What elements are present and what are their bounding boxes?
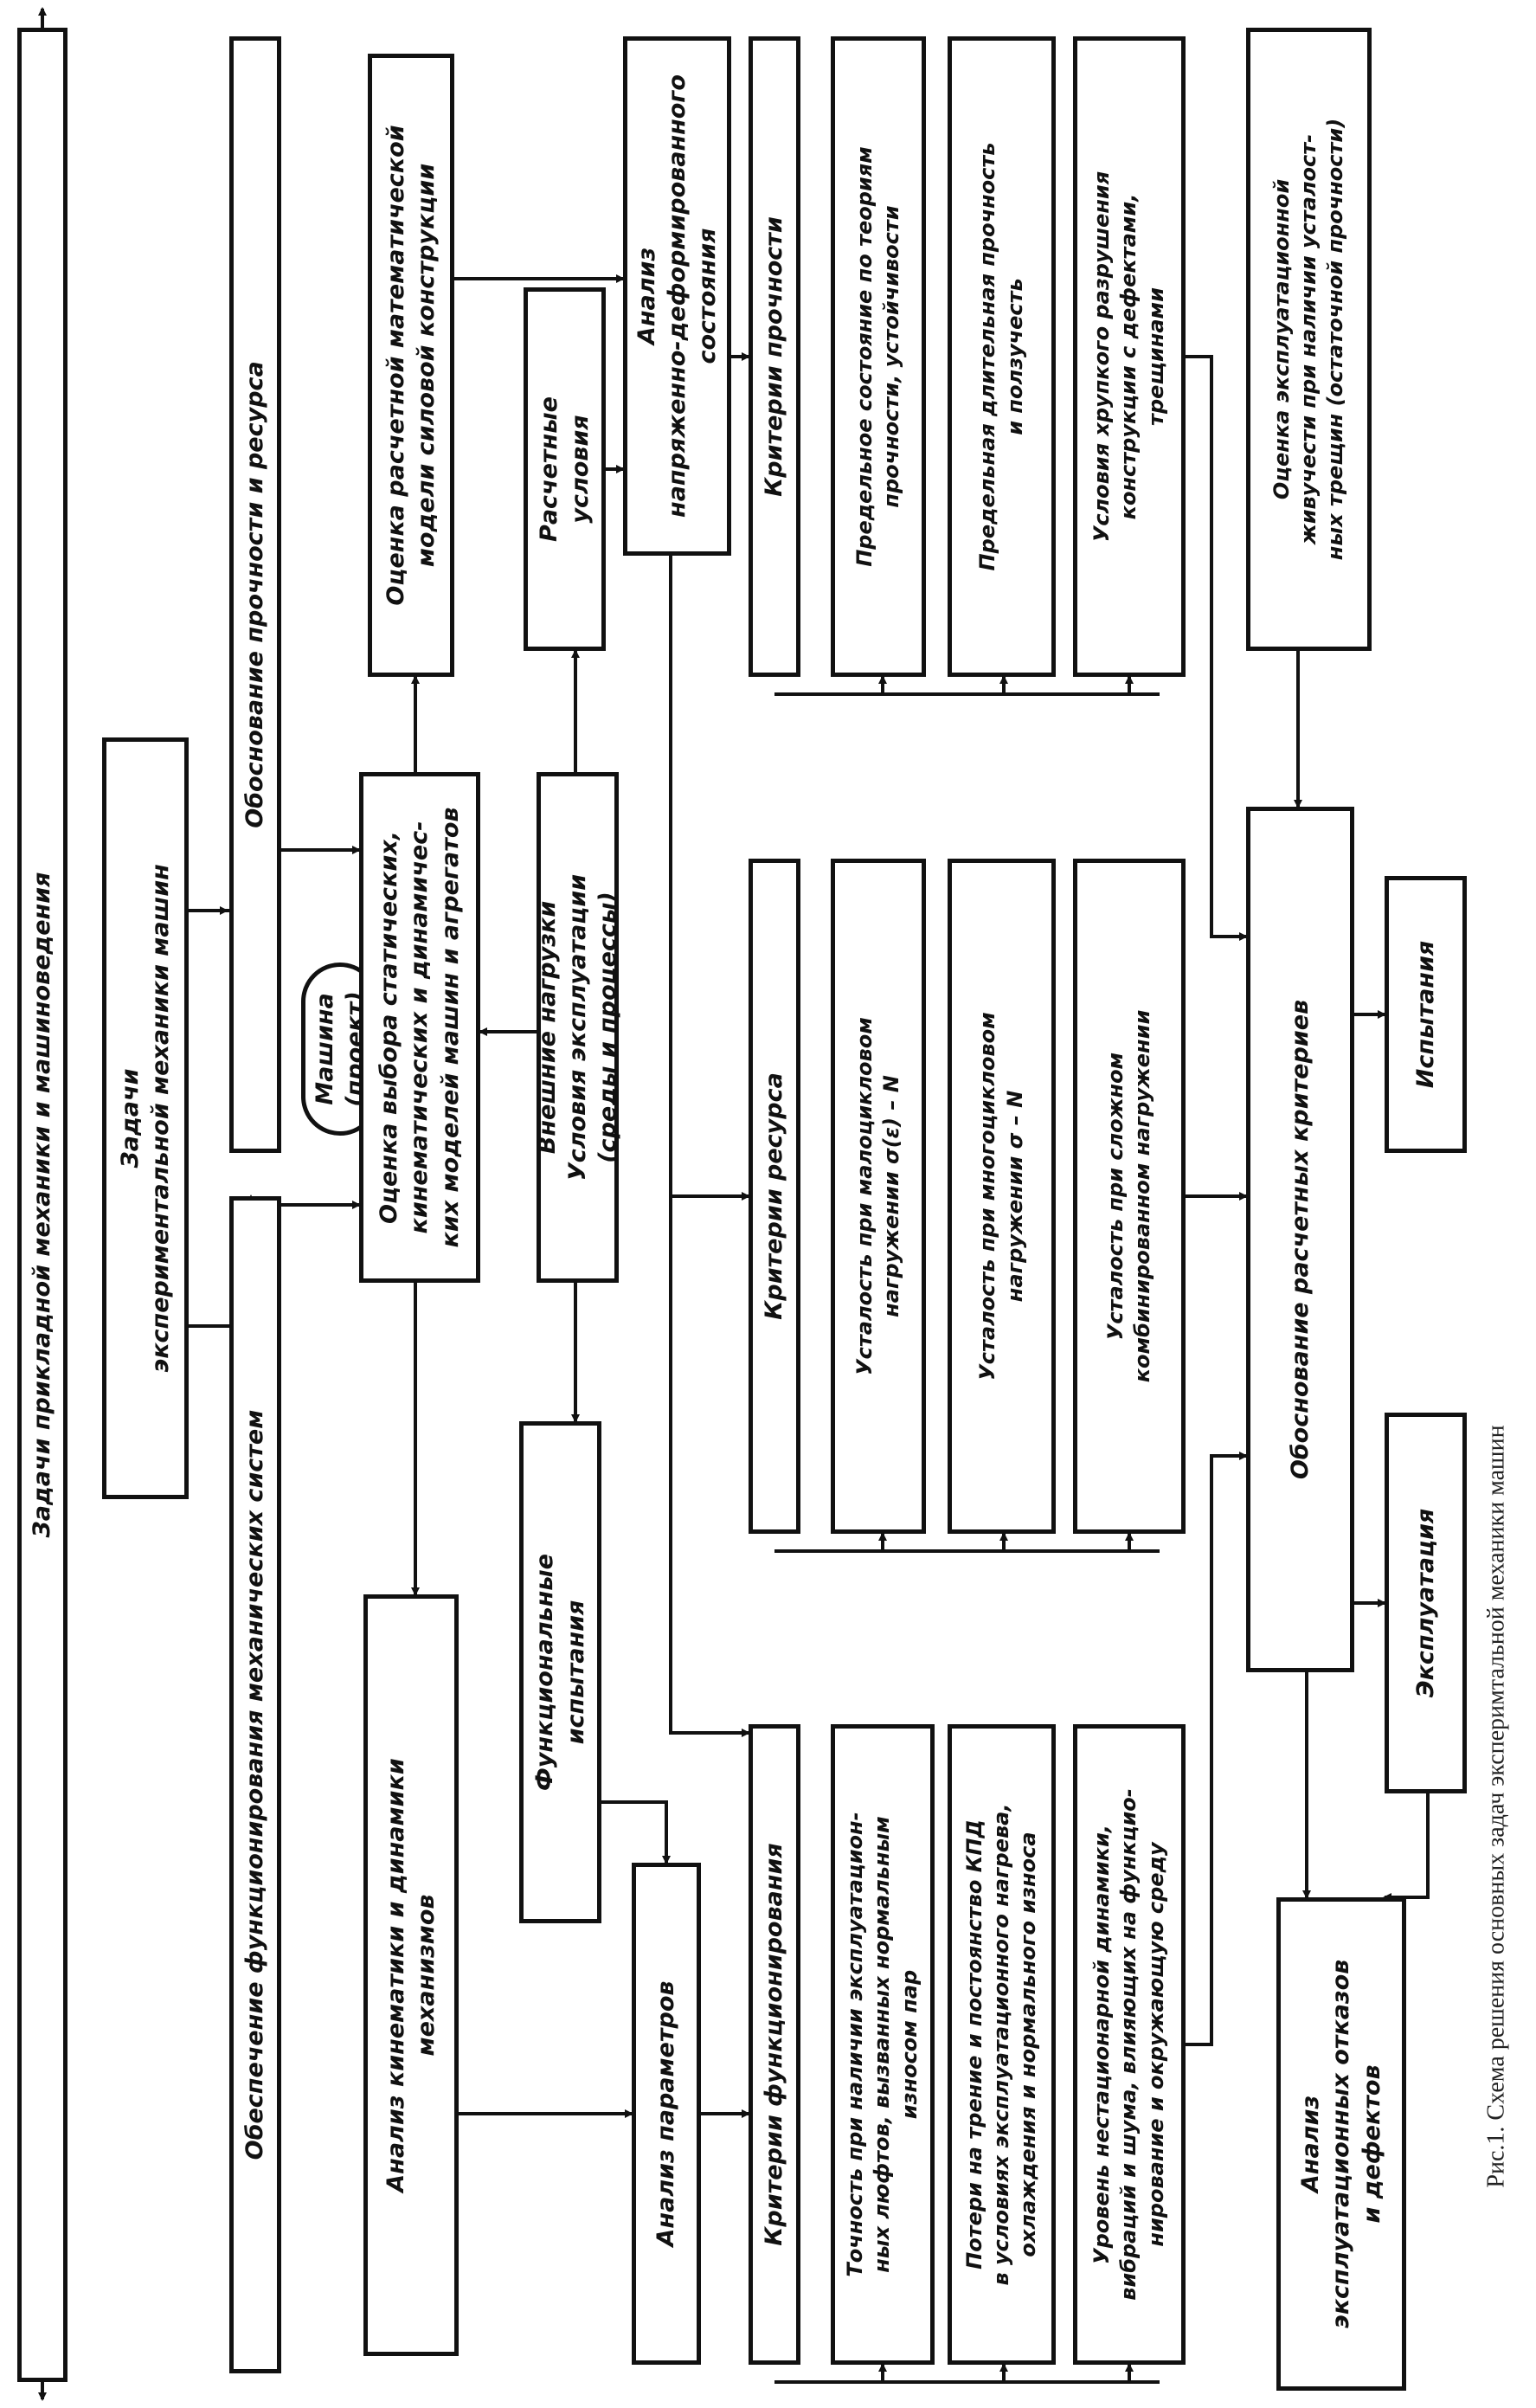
criteria-function-box: Критерии функционирования (749, 1724, 800, 2365)
function-support-box: Обеспечение функционирования механически… (229, 1196, 281, 2373)
operation-to-failures (1383, 1793, 1430, 1902)
calc-model-box: Оценка расчетной математической модели с… (368, 54, 454, 677)
failures-box: Анализ эксплуатационных отказов и дефект… (1276, 1897, 1406, 2391)
resource-item-2: Усталость при многоцикловом нагружении σ… (948, 859, 1056, 1534)
func-to-justification (1186, 1452, 1248, 2046)
function-item-2: Потери на трение и постоянство КПД в усл… (948, 1724, 1056, 2365)
figure-caption: Рис.1. Схема решения основных задач эксп… (1483, 1424, 1511, 2188)
tests-to-params (601, 1800, 671, 1864)
kinematics-box: Анализ кинематики и динамики механизмов (363, 1594, 459, 2356)
survivability-box: Оценка эксплуатационной живучести при на… (1246, 28, 1372, 651)
params-box: Анализ параметров (632, 1863, 701, 2365)
criteria-resource-box: Критерии ресурса (749, 859, 800, 1534)
loads-box: Внешние нагрузки Условия эксплуатации (с… (534, 772, 621, 1283)
strength-item-1: Предельное состояние по теориям прочност… (831, 36, 926, 677)
calc-conditions-box: Расчетные условия (524, 287, 606, 651)
model-choice-box: Оценка выбора статических, кинематически… (359, 772, 480, 1283)
criteria-strength-box: Критерии прочности (749, 36, 800, 677)
operation-box: Эксплуатация (1385, 1413, 1467, 1793)
resource-item-1: Усталость при малоцикловом нагружении σ(… (831, 859, 926, 1534)
top-task-box: Задачи прикладной механики и машиноведен… (17, 28, 67, 2382)
stress-to-criteria-func (669, 556, 750, 1737)
functional-tests-box: Функциональные испытания (519, 1421, 601, 1923)
strength-item-3: Условия хрупкого разрушения конструкции … (1073, 36, 1186, 677)
stress-analysis-box: Анализ напряженно-деформированного состо… (623, 36, 731, 556)
tasks-box: Задачи экспериментальной механики машин (102, 737, 189, 1499)
strength-item-2: Предельная длительная прочность и ползуч… (948, 36, 1056, 677)
strength-support-box: Обоснование прочности и ресурса (229, 36, 281, 1153)
tests-box: Испытания (1385, 876, 1467, 1153)
strength-to-justification (1186, 355, 1248, 941)
resource-item-3: Усталость при сложном комбинированном на… (1073, 859, 1186, 1534)
function-item-3: Уровень нестационарной динамики, вибраци… (1073, 1724, 1186, 2365)
function-item-1: Точность при наличии эксплуатацион- ных … (831, 1724, 935, 2365)
justification-box: Обоснование расчетных критериев (1246, 807, 1354, 1672)
